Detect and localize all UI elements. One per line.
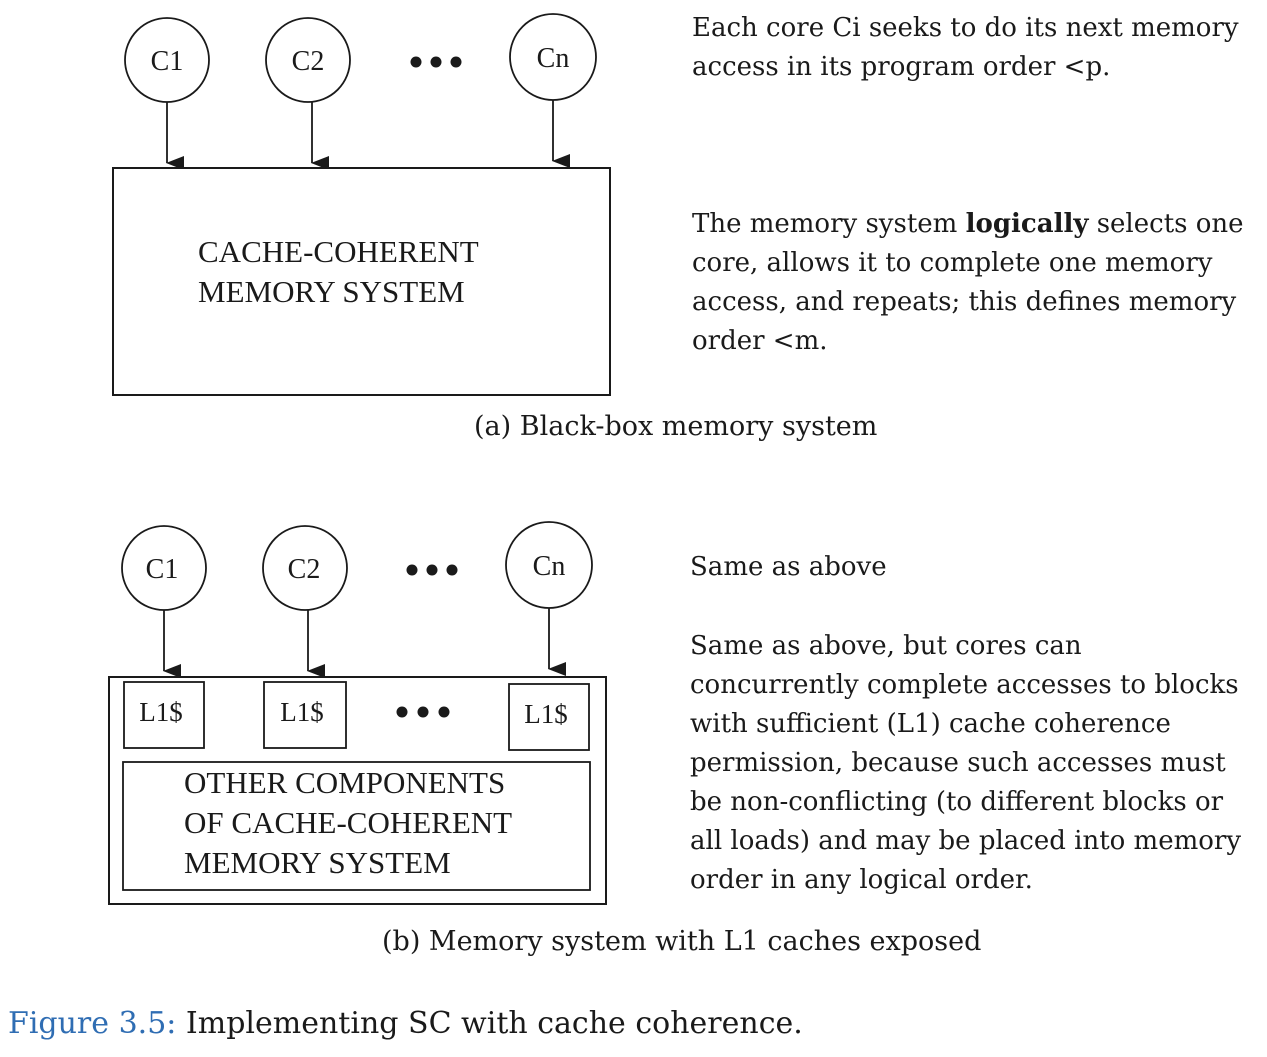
- panel-a-description-1: Each core Ci seeks to do its next memory…: [692, 13, 1239, 82]
- memory-system-line-1: CACHE-COHERENT: [198, 234, 479, 269]
- l1-cache-2-label: L1$: [280, 697, 324, 727]
- panel-a-caption: (a) Black-box memory system: [474, 411, 878, 442]
- other-components-line-3: MEMORY SYSTEM: [184, 845, 451, 880]
- panel-b-caption: (b) Memory system with L1 caches exposed: [382, 926, 982, 957]
- figure-title: Implementing SC with cache coherence.: [176, 1006, 803, 1041]
- l1-cache-2: L1$: [263, 681, 347, 749]
- core-cn-node-b: Cn: [505, 521, 593, 609]
- panel-a-description-2: The memory system logically selects one …: [692, 205, 1252, 361]
- other-components-line-2: OF CACHE-COHERENT: [184, 805, 512, 840]
- core-c2-label: C2: [292, 46, 325, 77]
- l1-cache-n-label: L1$: [524, 699, 568, 729]
- memory-system-box: [112, 167, 611, 396]
- core-c2-node: C2: [265, 17, 351, 103]
- core-c2-label-b: C2: [288, 554, 321, 585]
- core-ellipsis: [410, 56, 462, 68]
- figure-caption: Figure 3.5: Implementing SC with cache c…: [8, 1006, 803, 1041]
- core-c1-node: C1: [124, 17, 210, 103]
- l1-cache-1-label: L1$: [139, 697, 183, 727]
- panel-a-description-2-bold: logically: [965, 209, 1089, 239]
- core-c2-node-b: C2: [262, 525, 348, 611]
- panel-a-description-2-start: The memory system: [692, 209, 966, 239]
- core-cn-node: Cn: [509, 13, 597, 101]
- other-components-box: [122, 761, 591, 891]
- panel-b-description-1: Same as above: [690, 552, 887, 582]
- core-cn-label: Cn: [537, 43, 570, 74]
- core-c1-label-b: C1: [146, 554, 179, 585]
- panel-a: C1 C2 Cn CACHE-COHERENT MEMORY SYSTEM: [112, 13, 611, 396]
- cache-ellipsis: [396, 706, 450, 718]
- figure-number[interactable]: Figure 3.5:: [8, 1006, 177, 1041]
- panel-b-description-2: Same as above, but cores can concurrentl…: [690, 631, 1242, 895]
- other-components-line-1: OTHER COMPONENTS: [184, 765, 505, 800]
- core-c1-label: C1: [151, 46, 184, 77]
- core-cn-label-b: Cn: [533, 551, 566, 582]
- core-c1-node-b: C1: [121, 525, 207, 611]
- panel-b: C1 C2 Cn L1$ L1$: [108, 521, 607, 905]
- core-ellipsis-b: [406, 564, 458, 576]
- l1-cache-n: L1$: [508, 683, 590, 751]
- l1-cache-1: L1$: [123, 681, 205, 749]
- memory-system-line-2: MEMORY SYSTEM: [198, 274, 465, 309]
- panel-a-description-2-end: selects one core, allows it to complete …: [692, 209, 1244, 356]
